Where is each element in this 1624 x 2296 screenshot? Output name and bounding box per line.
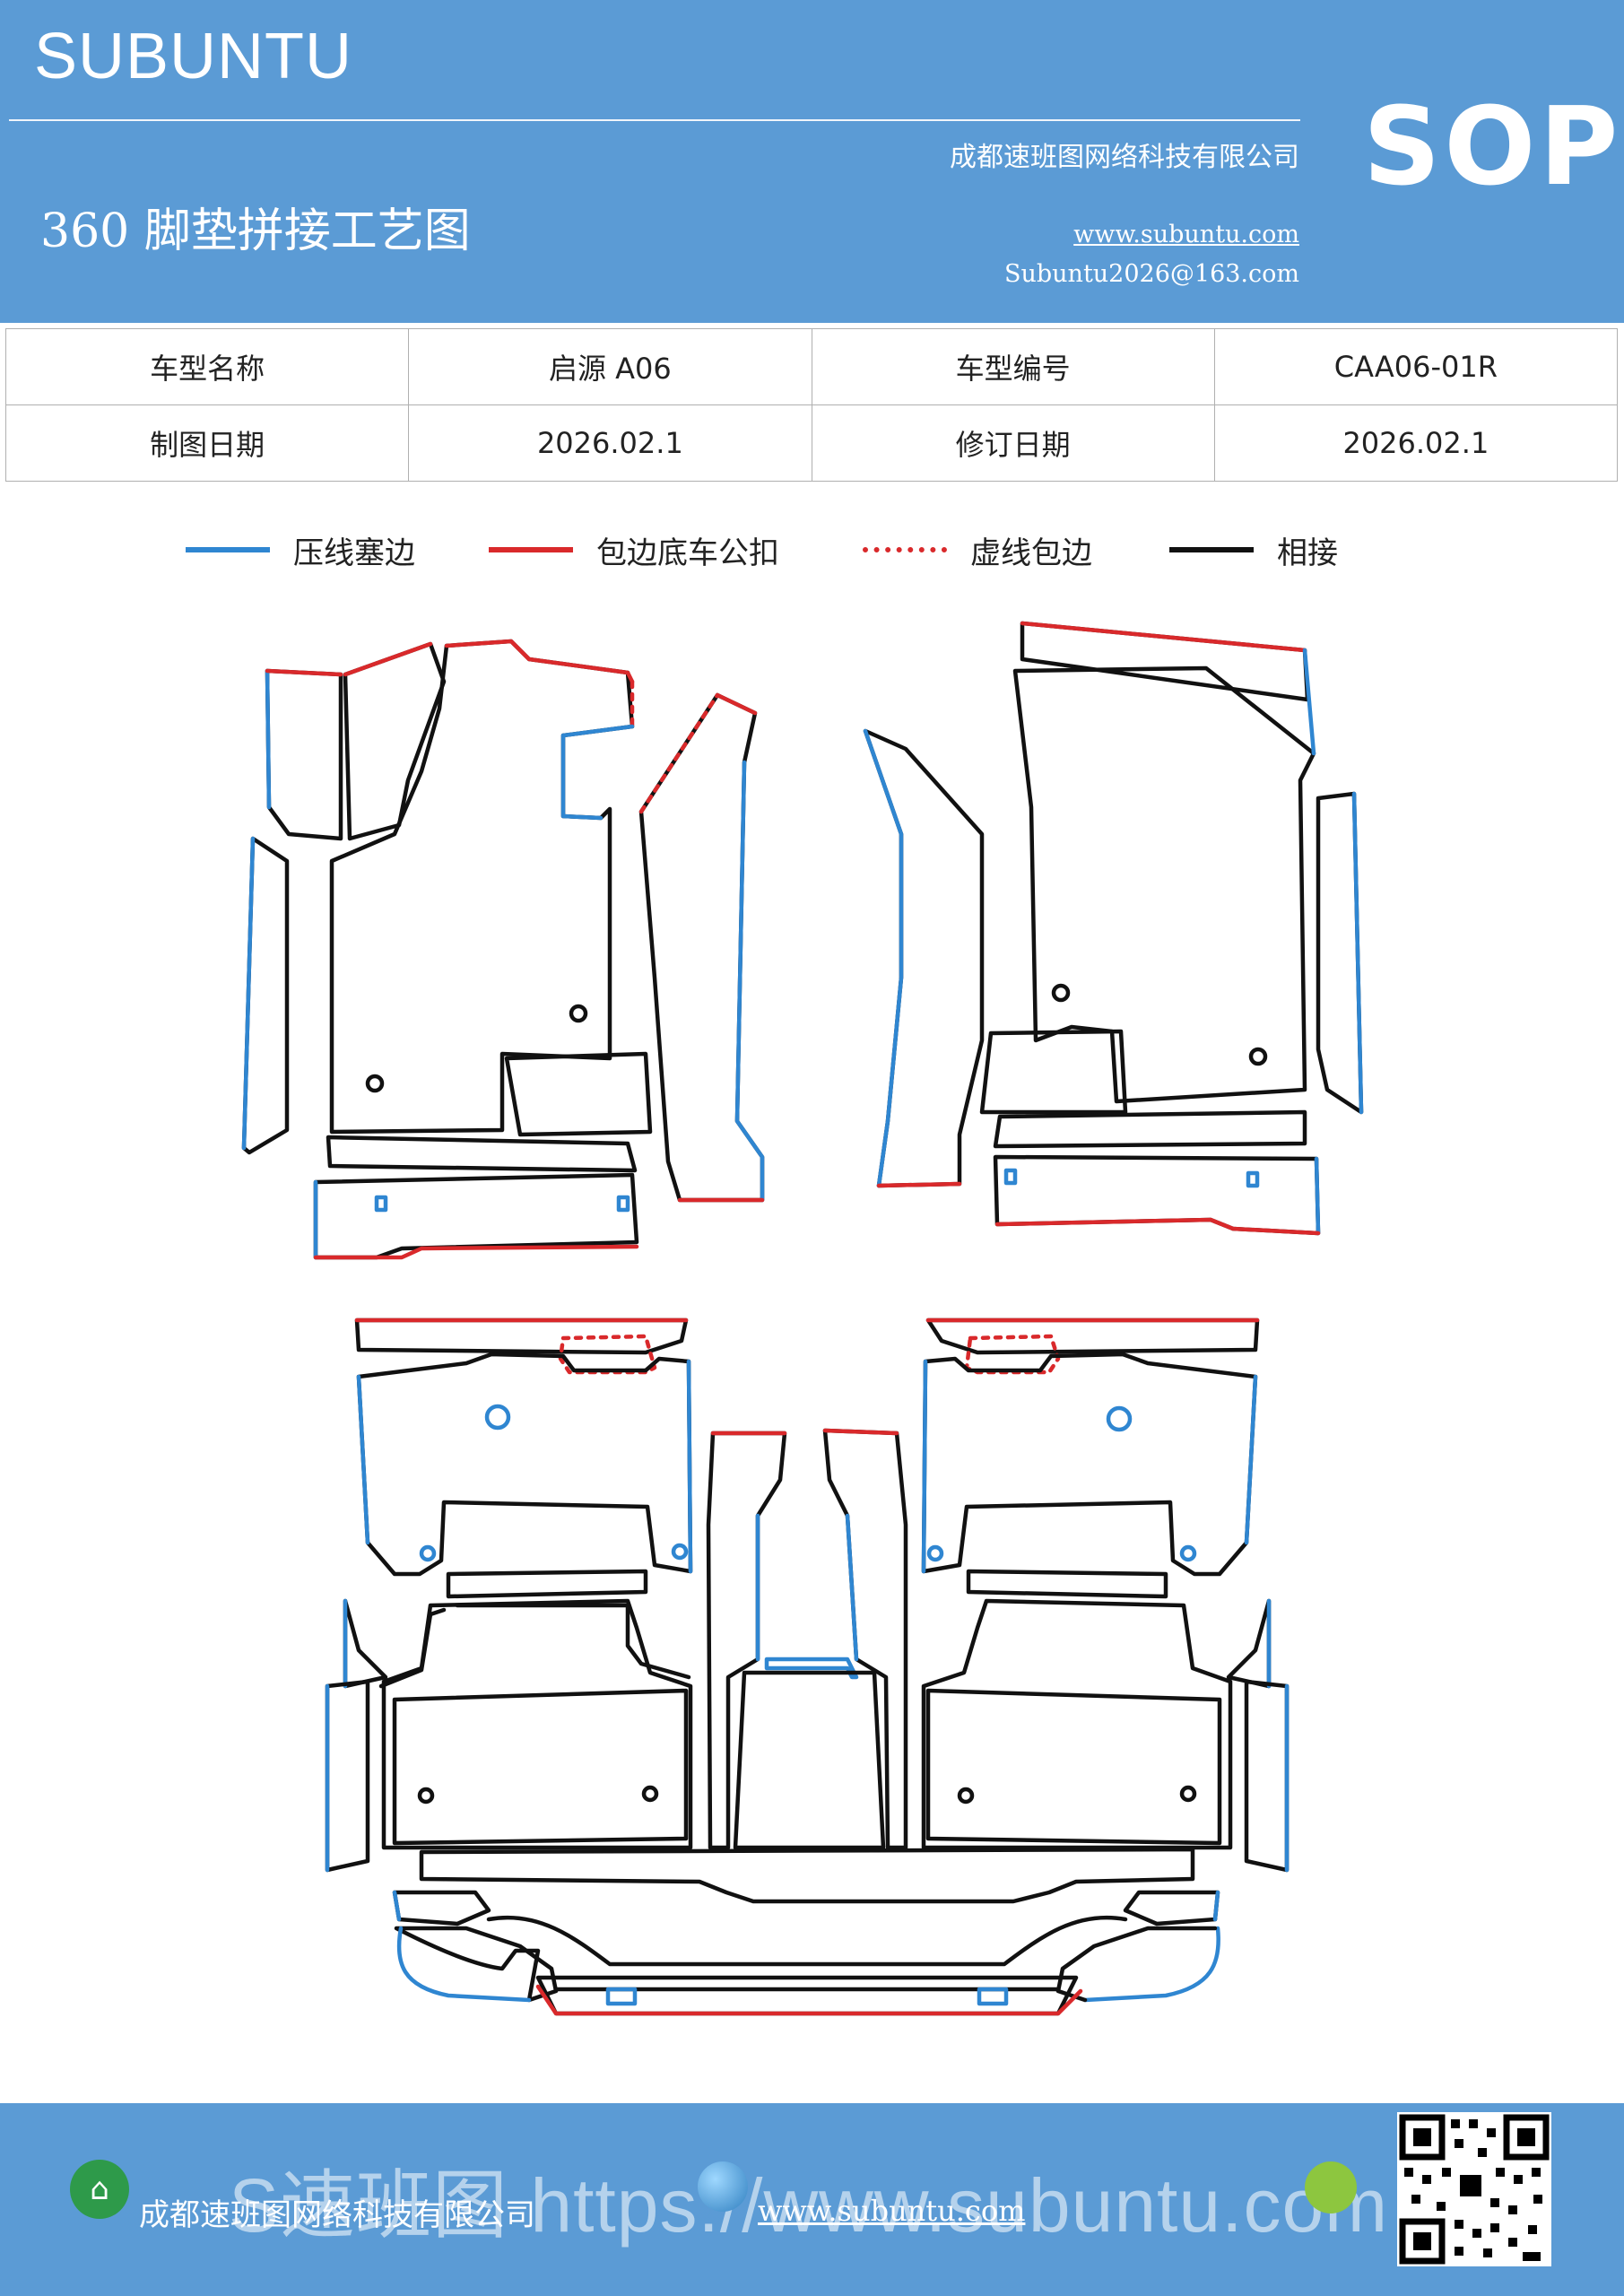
mat-piece (1123, 1890, 1220, 1926)
mat-piece (265, 668, 343, 841)
header-divider (9, 119, 1300, 121)
mat-piece (733, 1670, 886, 1850)
mat-piece (822, 1428, 908, 1850)
mat-piece (1226, 1598, 1272, 1689)
label-model-name: 车型名称 (4, 328, 410, 405)
label-revise-date: 修订日期 (811, 404, 1215, 482)
mat-piece (329, 639, 635, 1135)
mat-piece (326, 1135, 638, 1173)
mat-piece (392, 1890, 491, 1926)
qr-code (1397, 2112, 1551, 2266)
website-link[interactable]: www.subuntu.com (1073, 221, 1299, 248)
value-draw-date: 2026.02.1 (408, 404, 812, 482)
legend-label: 相接 (1277, 535, 1338, 571)
legend-label: 包边底车公扣 (596, 535, 779, 571)
legend-swatch (186, 547, 270, 552)
mat-piece (921, 1352, 1258, 1577)
front-right-mats (863, 621, 1364, 1236)
mat-piece (392, 1688, 689, 1846)
qr-code-icon (1399, 2114, 1550, 2265)
legend-swatch (1169, 547, 1254, 552)
value-model-name: 启源 A06 (408, 328, 812, 405)
globe-icon (698, 2161, 748, 2212)
mat-piece (535, 1975, 1079, 2016)
mat-piece (993, 1109, 1307, 1149)
mat-piece (706, 1431, 787, 1850)
footer-website-link[interactable]: www.subuntu.com (758, 2194, 1026, 2228)
label-draw-date: 制图日期 (4, 404, 410, 482)
table-row: 制图日期 2026.02.1 修订日期 2026.02.1 (4, 404, 1619, 482)
mat-piece (356, 1352, 693, 1577)
company-name: 成都速班图网络科技有限公司 (950, 142, 1299, 173)
mat-piece (863, 728, 985, 1188)
legend: 压线塞边 包边底车公扣 虚线包边 相接 (0, 527, 1624, 572)
vehicle-info-table: 车型名称 启源 A06 车型编号 CAA06-01R 制图日期 2026.02.… (4, 328, 1619, 482)
mat-piece (325, 1679, 370, 1873)
legend-label: 压线塞边 (293, 535, 415, 571)
mat-piece (925, 1688, 1222, 1846)
legend-swatch (863, 547, 947, 552)
mat-piece (921, 1598, 1233, 1850)
mat-piece (1244, 1679, 1290, 1873)
mat-piece (1316, 791, 1364, 1115)
legend-item-press-line: 压线塞边 (186, 527, 415, 572)
mat-piece (966, 1569, 1168, 1599)
label-model-code: 车型编号 (811, 328, 1215, 405)
mat-piece (925, 1318, 1260, 1355)
page-title: 360 脚垫拼接工艺图 (40, 204, 471, 258)
legend-label: 虚线包边 (970, 535, 1092, 571)
mat-piece (343, 1598, 388, 1689)
front-left-mats (241, 639, 765, 1260)
mat-piece (419, 1847, 1195, 1904)
mat-piece (1012, 665, 1316, 1104)
mat-piece (446, 1569, 648, 1599)
legend-item-joined: 相接 (1169, 527, 1338, 572)
building-icon: ⌂ (70, 2160, 129, 2219)
legend-swatch (489, 547, 573, 552)
mat-piece (1020, 621, 1310, 702)
mat-piece (979, 1029, 1128, 1115)
floor-mat-diagram (241, 621, 1364, 2016)
wechat-icon (1305, 2161, 1357, 2213)
mat-piece (504, 1051, 653, 1137)
header-banner (0, 0, 1624, 323)
value-model-code: CAA06-01R (1213, 328, 1619, 405)
mat-piece (381, 1598, 693, 1850)
table-row: 车型名称 启源 A06 车型编号 CAA06-01R (4, 328, 1619, 405)
rear-mats (325, 1318, 1290, 2016)
legend-item-dashed-edge: 虚线包边 (863, 527, 1092, 572)
email-address: Subuntu2026@163.com (1004, 260, 1299, 288)
brand-name: SUBUNTU (34, 21, 353, 92)
legend-item-edge-clip: 包边底车公扣 (489, 527, 779, 572)
footer-company: 成都速班图网络科技有限公司 (139, 2197, 535, 2233)
value-revise-date: 2026.02.1 (1213, 404, 1619, 482)
footer-watermark: S速班图 https://www.subuntu.com (229, 2163, 1389, 2248)
sop-badge: SOP (1363, 85, 1622, 210)
